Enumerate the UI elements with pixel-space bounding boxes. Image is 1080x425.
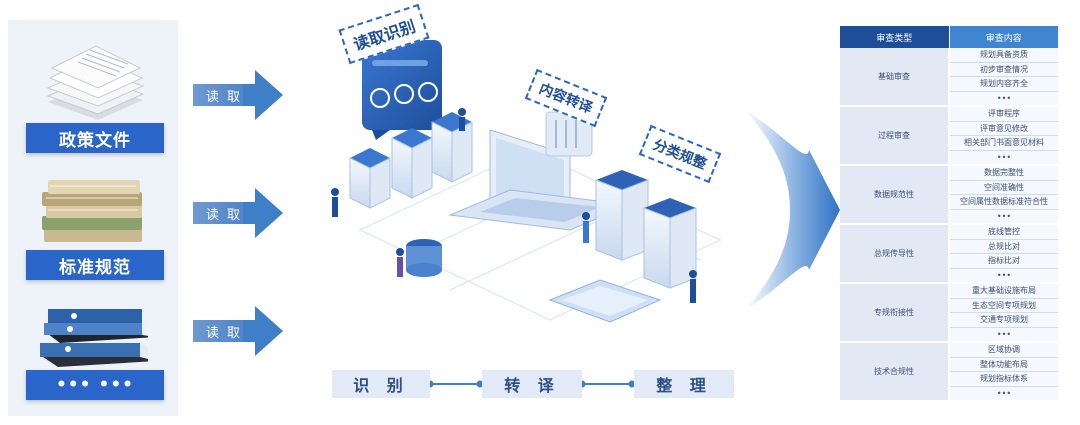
review-item: 交通专项规划 <box>949 312 1058 328</box>
table-row: 交通专项规划 <box>840 312 1058 328</box>
table-header-row: 审查类型 审查内容 <box>840 26 1058 48</box>
review-item: 评审意见修改 <box>949 121 1058 136</box>
review-item: 底线管控 <box>949 224 1058 240</box>
review-item: 区域协调 <box>949 342 1058 358</box>
review-item: 规划指标体系 <box>949 371 1058 387</box>
table-row: 评审意见修改 <box>840 121 1058 136</box>
table-row: 规划指标体系 <box>840 371 1058 387</box>
arrow-right-icon <box>243 70 283 120</box>
review-item: 初步审查情况 <box>949 62 1058 77</box>
review-item: 重大基础设施布局 <box>949 283 1058 299</box>
table-row: 整体功能布局 <box>840 357 1058 372</box>
table-row: 生态空间专项规划 <box>840 298 1058 313</box>
source-label-policy: 政策文件 <box>26 123 164 153</box>
review-item: 生态空间专项规划 <box>949 298 1058 313</box>
table-row: ••• <box>840 209 1058 225</box>
read-arrow-2: 读 取 <box>193 188 283 238</box>
review-item: 规划内容齐全 <box>949 76 1058 92</box>
read-label: 读 取 <box>193 84 255 106</box>
recognize-panel <box>362 40 442 140</box>
step-organize: 整 理 <box>634 370 734 398</box>
review-item: 相关部门书面意见材料 <box>949 135 1058 151</box>
table-row: 空间属性数据标准符合性 <box>840 194 1058 210</box>
table-row: 相关部门书面意见材料 <box>840 135 1058 151</box>
review-category: 数据规范性 <box>840 165 950 225</box>
table-row: ••• <box>840 268 1058 284</box>
review-item: 整体功能布局 <box>949 357 1058 372</box>
table-row: ••• <box>840 386 1058 402</box>
tablet-icon <box>548 279 662 323</box>
step-recognize: 识 别 <box>332 370 430 398</box>
review-item: 数据完整性 <box>949 165 1058 181</box>
table-row: 初步审查情况 <box>840 62 1058 77</box>
review-item: 空间属性数据标准符合性 <box>949 194 1058 210</box>
table-row: ••• <box>840 91 1058 107</box>
isometric-scene <box>331 40 722 323</box>
source-panel: 政策文件 标准规范 ••• ••• <box>8 20 178 416</box>
read-arrow-1: 读 取 <box>193 70 283 120</box>
read-label: 读 取 <box>193 320 255 342</box>
review-item: ••• <box>949 209 1058 225</box>
table-row: 规划内容齐全 <box>840 76 1058 92</box>
table-row: 基础审查规划具备资质 <box>840 48 1058 107</box>
arrow-right-icon <box>243 188 283 238</box>
review-category: 基础审查 <box>840 48 950 107</box>
database-icon <box>406 239 442 277</box>
read-arrow-3: 读 取 <box>193 306 283 356</box>
translate-panel <box>545 111 593 157</box>
review-category: 过程审查 <box>840 106 950 166</box>
review-category: 总规传导性 <box>840 224 950 284</box>
review-item: 指标比对 <box>949 253 1058 269</box>
review-table: 审查类型 审查内容 基础审查规划具备资质初步审查情况规划内容齐全•••过程审查评… <box>840 26 1058 402</box>
review-category: 技术合规性 <box>840 342 950 402</box>
table-row: 过程审查评审程序 <box>840 106 1058 166</box>
read-label: 读 取 <box>193 202 255 224</box>
header-review-type: 审查类型 <box>840 26 950 48</box>
table-row: 技术合规性区域协调 <box>840 342 1058 402</box>
server-cluster-left <box>349 112 473 209</box>
table-row: ••• <box>840 150 1058 166</box>
paper-stack-icon <box>46 45 145 120</box>
big-arrow-icon <box>745 110 840 310</box>
table-row: ••• <box>840 327 1058 343</box>
review-item: ••• <box>949 327 1058 343</box>
table-row: 指标比对 <box>840 253 1058 269</box>
table-row: 总规传导性底线管控 <box>840 224 1058 284</box>
review-item: ••• <box>949 91 1058 107</box>
review-item: 规划具备资质 <box>949 48 1058 63</box>
server-cluster-right <box>595 170 697 289</box>
folder-stack-icon <box>42 180 142 242</box>
step-translate: 转 译 <box>482 370 582 398</box>
table-row: 专规衔接性重大基础设施布局 <box>840 283 1058 343</box>
review-item: ••• <box>949 386 1058 402</box>
process-illustration: 读取识别 内容转译 分类规整 <box>300 0 770 425</box>
review-item: 总规比对 <box>949 239 1058 254</box>
header-review-content: 审查内容 <box>949 26 1058 48</box>
step-connectors <box>426 380 636 388</box>
review-item: 评审程序 <box>949 106 1058 122</box>
table-row: 数据规范性数据完整性 <box>840 165 1058 225</box>
binder-stack-icon <box>40 309 148 367</box>
people-icons <box>331 108 697 303</box>
review-item: 空间准确性 <box>949 180 1058 195</box>
table-row: 总规比对 <box>840 239 1058 254</box>
review-item: ••• <box>949 268 1058 284</box>
source-label-standards: 标准规范 <box>26 250 164 280</box>
review-category: 专规衔接性 <box>840 283 950 343</box>
source-label-more: ••• ••• <box>26 370 164 400</box>
arrow-right-icon <box>243 306 283 356</box>
table-row: 空间准确性 <box>840 180 1058 195</box>
review-item: ••• <box>949 150 1058 166</box>
laptop-icon <box>448 129 632 231</box>
